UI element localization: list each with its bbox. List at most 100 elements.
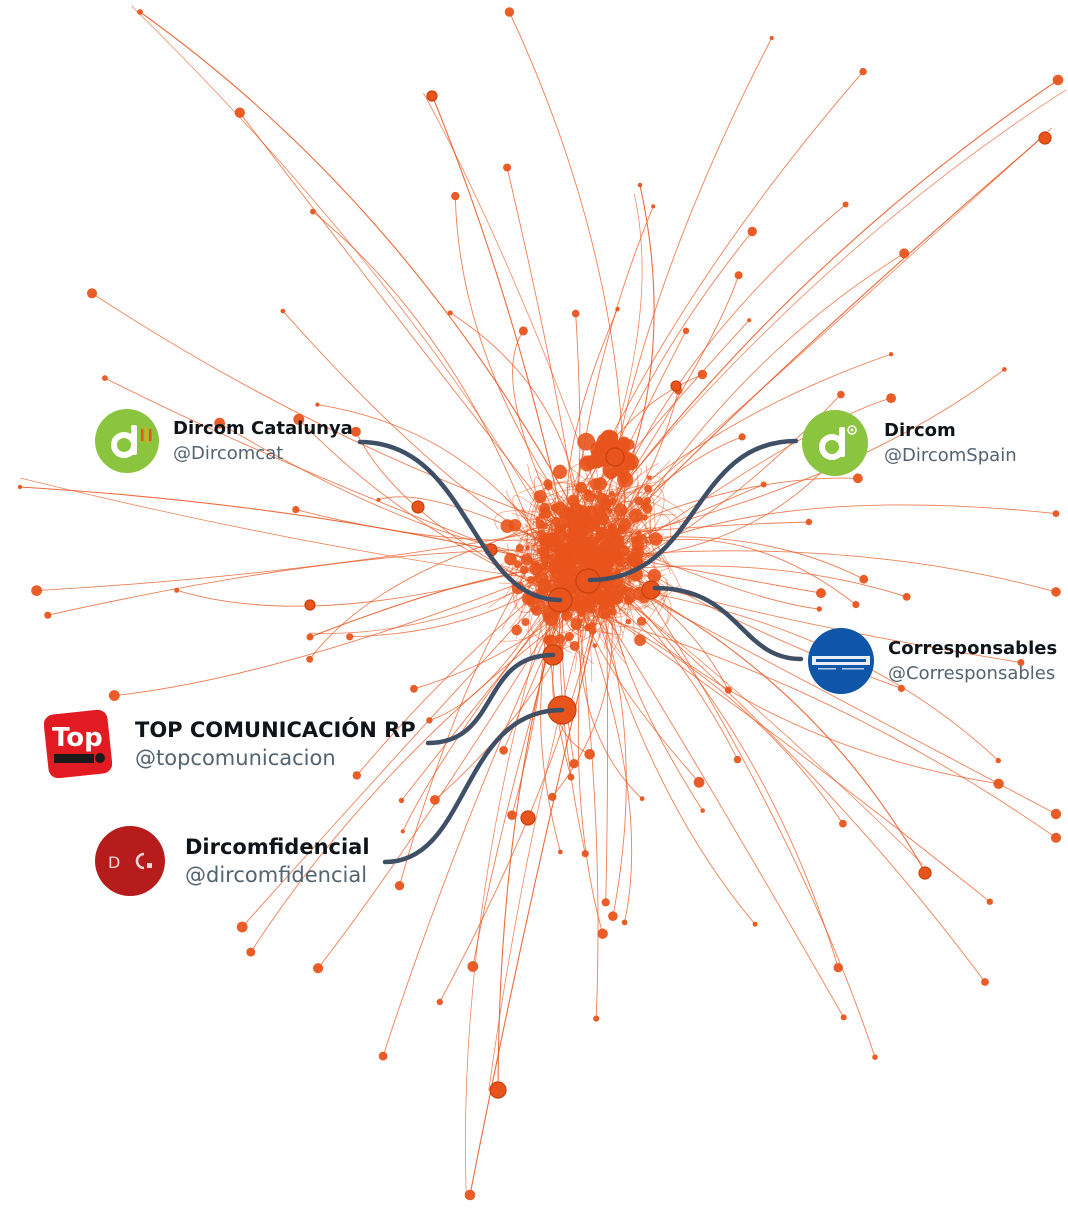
connector-dircom-catalunya (357, 439, 563, 603)
network-node (733, 755, 742, 764)
network-edge (139, 11, 593, 544)
network-node (310, 208, 316, 215)
network-node (499, 746, 508, 755)
network-node (899, 248, 910, 259)
network-node (515, 544, 524, 552)
svg-text:Top: Top (52, 723, 103, 753)
network-node (521, 618, 530, 626)
network-node (596, 433, 612, 448)
network-edge (605, 577, 609, 903)
network-node (174, 587, 180, 593)
network-edge (591, 592, 845, 1018)
hub-node (304, 599, 316, 611)
network-node (897, 684, 906, 693)
network-node (697, 369, 708, 380)
network-node (634, 496, 644, 506)
network-node (634, 634, 646, 647)
network-edge (317, 404, 555, 559)
network-edge (615, 503, 661, 561)
network-node (1050, 808, 1062, 820)
network-node (1017, 659, 1025, 666)
network-node (563, 555, 578, 570)
network-node (769, 35, 774, 41)
account-card-dircomfidencial[interactable]: D Dircomfidencial @dircomfidencial (95, 826, 370, 896)
network-node (624, 592, 636, 604)
network-node (292, 506, 300, 514)
network-node (598, 597, 612, 610)
network-node (1051, 587, 1061, 597)
network-edge (355, 431, 576, 605)
network-node (747, 226, 757, 237)
network-node (617, 524, 628, 535)
network-node (615, 306, 620, 312)
network-node (535, 519, 546, 529)
network-node (571, 309, 580, 318)
network-node (621, 919, 628, 926)
network-node (760, 481, 767, 488)
account-card-dircom-catalunya[interactable]: Dircom Catalunya @Dircomcat (95, 409, 353, 473)
network-node (578, 600, 589, 611)
network-edge (567, 555, 926, 873)
hub-node (489, 1081, 507, 1099)
network-node (504, 552, 517, 566)
network-node (637, 182, 643, 188)
network-node (518, 326, 528, 336)
network-node (533, 490, 547, 504)
network-node (315, 402, 320, 407)
network-node (44, 611, 52, 619)
network-node (635, 530, 642, 537)
network-node (306, 655, 314, 663)
svg-text:D: D (108, 853, 120, 872)
network-node (236, 921, 248, 933)
network-node (574, 521, 588, 535)
account-card-top-comunicacion[interactable]: Top TOP COMUNICACIÓN RP @topcomunicacion (43, 709, 416, 779)
hub-node (605, 447, 625, 467)
network-node (31, 585, 42, 596)
network-node (626, 553, 638, 564)
network-node (280, 308, 286, 314)
network-edge (512, 495, 543, 537)
account-card-corresponsables[interactable]: Corresponsables @Corresponsables (808, 628, 1057, 694)
network-node (555, 633, 566, 645)
network-node (511, 624, 522, 636)
network-edge (582, 564, 756, 925)
network-node (752, 921, 758, 927)
network-node (1052, 74, 1064, 86)
network-node (833, 963, 843, 973)
network-edge (114, 546, 611, 696)
dircom-catalunya-logo (95, 409, 159, 473)
network-node (554, 544, 569, 559)
network-node (872, 1054, 878, 1060)
network-node (649, 532, 663, 546)
network-node (87, 288, 97, 299)
network-node (604, 612, 610, 619)
network-node (137, 9, 143, 15)
account-handle: @Corresponsables (888, 663, 1056, 684)
network-node (601, 898, 610, 907)
account-card-dircom[interactable]: Dircom @DircomSpain (802, 410, 1017, 476)
network-edge (569, 193, 643, 560)
network-node (644, 539, 649, 544)
network-node (615, 464, 625, 475)
account-name: Dircom Catalunya (173, 418, 353, 439)
network-node (651, 204, 656, 209)
network-edge (488, 547, 607, 1091)
network-node (451, 191, 460, 201)
network-edge (618, 549, 876, 1058)
network-edge (577, 568, 604, 934)
network-node (503, 163, 512, 172)
connector-dircom (587, 438, 799, 583)
network-edge (533, 476, 556, 523)
network-node (535, 599, 546, 610)
network-edge (250, 590, 603, 953)
account-handle: @dircomfidencial (185, 863, 368, 887)
network-node (246, 947, 256, 957)
network-node (580, 552, 589, 561)
network-node (525, 545, 530, 550)
network-node (567, 494, 580, 507)
network-edge (469, 567, 611, 1196)
network-node (610, 604, 616, 610)
network-node (306, 633, 314, 641)
network-node (859, 574, 869, 584)
